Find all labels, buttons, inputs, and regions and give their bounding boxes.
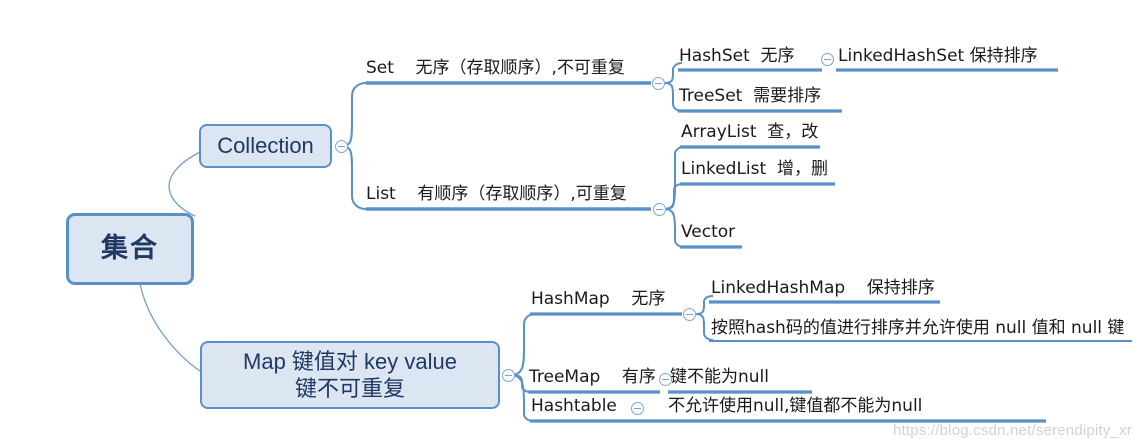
wire-root-to-collection [168,151,201,217]
node-map-label: Map 键值对 key value 键不可重复 [243,348,457,402]
node-map[interactable]: Map 键值对 key value 键不可重复 [200,341,500,409]
wire-hashmap-fork-linkedhashmap [695,295,714,315]
branch-label-list[interactable]: List 有顺序（存取顺序）,可重复 [366,184,627,204]
node-collection-label: Collection [217,133,314,159]
branch-label-linkedhashmap[interactable]: LinkedHashMap 保持排序 [711,278,935,298]
collapse-toggle-treemap[interactable] [659,373,672,386]
branch-label-treeset[interactable]: TreeSet 需要排序 [679,86,822,106]
branch-label-vector[interactable]: Vector [681,222,736,242]
branch-label-linkedlist[interactable]: LinkedList 增，删 [681,159,828,179]
branch-label-treemap-description[interactable]: 键不能为null [670,367,769,387]
branch-label-treemap[interactable]: TreeMap 有序 [529,367,656,387]
branch-label-set[interactable]: Set 无序（存取顺序）,不可重复 [366,58,625,78]
wire-map-fork-hashmap [510,313,536,376]
wire-collection-fork-list [340,145,367,210]
node-collection[interactable]: Collection [199,124,332,168]
wire-set-fork-hashset [664,62,683,84]
collapse-toggle-hashset[interactable] [821,53,834,66]
branch-label-hashtable[interactable]: Hashtable [531,396,617,416]
branch-label-linkedhashset[interactable]: LinkedHashSet 保持排序 [838,46,1038,66]
branch-label-hashset[interactable]: HashSet 无序 [679,46,795,66]
collapse-toggle-hashtable[interactable] [631,402,644,415]
collapse-toggle-set[interactable] [652,77,665,90]
collapse-toggle-list[interactable] [653,203,666,216]
branch-label-arraylist[interactable]: ArrayList 查，改 [681,122,819,142]
branch-label-hashtable-description[interactable]: 不允许使用null,键值都不能为null [668,396,923,416]
collapse-toggle-hashmap[interactable] [683,308,696,321]
collapse-toggle-collection[interactable] [335,140,348,153]
root-node-label: 集合 [101,233,159,264]
wire-root-to-map [139,283,207,376]
wire-list-fork-linkedlist [664,183,684,210]
collapse-toggle-map[interactable] [502,369,515,382]
wire-collection-fork-set [340,82,367,147]
branch-label-hashmap[interactable]: HashMap 无序 [531,289,666,309]
root-node[interactable]: 集合 [66,213,194,285]
branch-label-hashmap-description[interactable]: 按照hash码的值进行排序并允许使用 null 值和 null 键 [711,318,1125,338]
watermark: https://blog.csdn.net/serendipity_xr [893,422,1132,439]
